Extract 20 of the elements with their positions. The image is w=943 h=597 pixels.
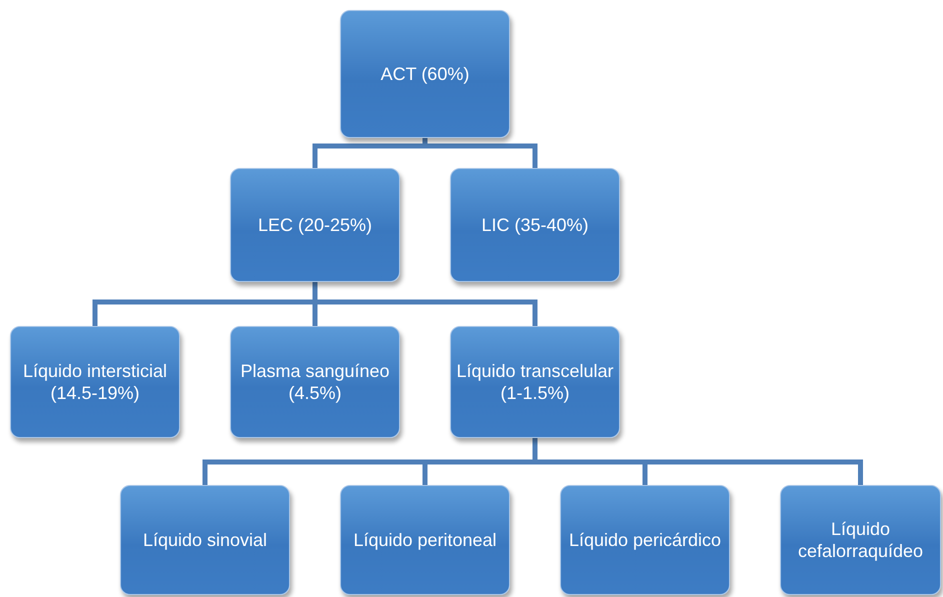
box-label: ACT (60%) [380, 63, 470, 85]
box-label: Líquido peritoneal [353, 529, 497, 551]
process-box [10, 326, 180, 438]
box-label: Líquido transcelular (1-1.5%) [455, 360, 615, 404]
process-box [340, 485, 510, 595]
box-label: LEC (20-25%) [258, 214, 372, 236]
process-box [230, 326, 400, 438]
process-box [560, 485, 730, 595]
process-box [780, 485, 941, 595]
box-label: Líquido cefalorraquídeo [796, 518, 924, 562]
process-box [450, 168, 620, 282]
box-label: Líquido intersticial (14.5-19%) [22, 360, 168, 404]
process-box [120, 485, 290, 595]
box-label: Líquido sinovial [142, 529, 268, 551]
box-label: Líquido pericárdico [568, 529, 722, 551]
process-box [230, 168, 400, 282]
box-label: LIC (35-40%) [481, 214, 589, 236]
box-label: Plasma sanguíneo (4.5%) [239, 360, 391, 404]
process-box [340, 10, 510, 138]
process-box [450, 326, 620, 438]
